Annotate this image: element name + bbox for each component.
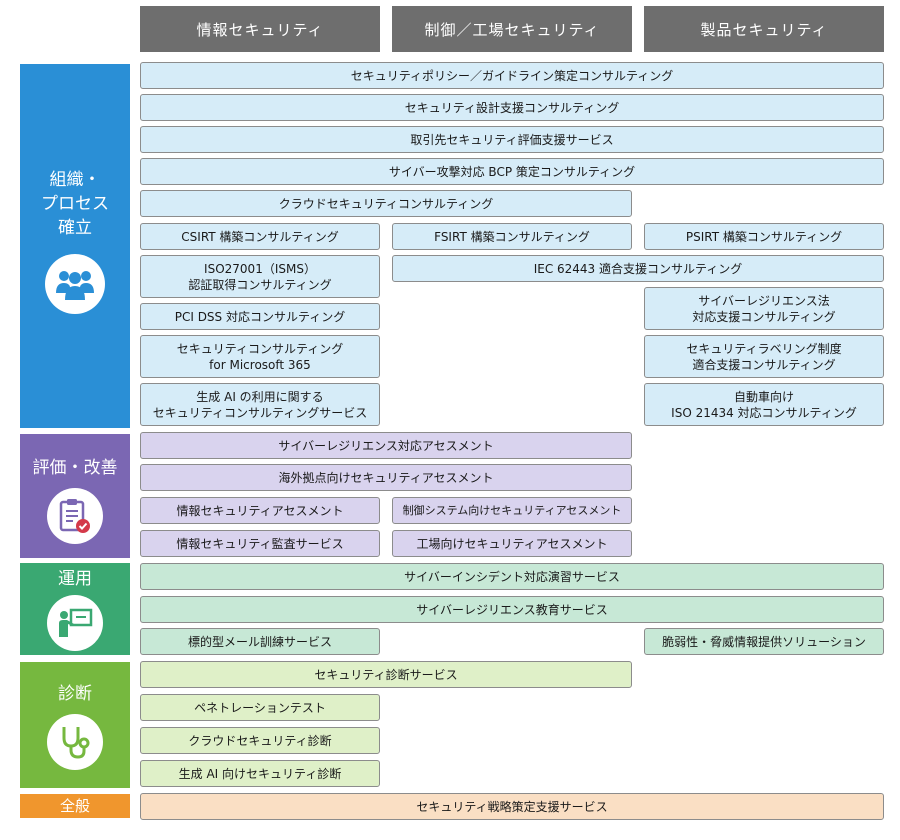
people-group-icon	[45, 254, 105, 314]
service-iec62443-consulting[interactable]: IEC 62443 適合支援コンサルティング	[392, 255, 884, 282]
band-title-general: 全般	[59, 797, 90, 815]
service-psirt-consulting[interactable]: PSIRT 構築コンサルティング	[644, 223, 884, 250]
stethoscope-icon	[47, 714, 103, 770]
service-penetration-test[interactable]: ペネトレーションテスト	[140, 694, 380, 721]
band-title-diagnosis: 診断	[58, 684, 92, 704]
service-resilience-education[interactable]: サイバーレジリエンス教育サービス	[140, 596, 884, 623]
service-pci-dss-consulting[interactable]: PCI DSS 対応コンサルティング	[140, 303, 380, 330]
service-security-diagnosis[interactable]: セキュリティ診断サービス	[140, 661, 632, 688]
band-assessment-improvement: 評価・改善	[20, 434, 130, 558]
service-supplier-evaluation[interactable]: 取引先セキュリティ評価支援サービス	[140, 126, 884, 153]
service-incident-drill[interactable]: サイバーインシデント対応演習サービス	[140, 563, 884, 590]
training-presenter-icon	[47, 595, 103, 651]
service-security-design-consulting[interactable]: セキュリティ設計支援コンサルティング	[140, 94, 884, 121]
service-genai-consulting[interactable]: 生成 AI の利用に関する セキュリティコンサルティングサービス	[140, 383, 380, 426]
service-resilience-assessment[interactable]: サイバーレジリエンス対応アセスメント	[140, 432, 632, 459]
service-bcp-consulting[interactable]: サイバー攻撃対応 BCP 策定コンサルティング	[140, 158, 884, 185]
band-general: 全般	[20, 794, 130, 818]
column-header-product-security: 製品セキュリティ	[644, 6, 884, 52]
band-operation: 運用	[20, 563, 130, 655]
service-infosec-assessment[interactable]: 情報セキュリティアセスメント	[140, 497, 380, 524]
service-overseas-assessment[interactable]: 海外拠点向けセキュリティアセスメント	[140, 464, 632, 491]
service-fsirt-consulting[interactable]: FSIRT 構築コンサルティング	[392, 223, 632, 250]
service-infosec-audit[interactable]: 情報セキュリティ監査サービス	[140, 530, 380, 557]
service-m365-consulting[interactable]: セキュリティコンサルティング for Microsoft 365	[140, 335, 380, 378]
service-phishing-training[interactable]: 標的型メール訓練サービス	[140, 628, 380, 655]
service-cloud-diagnosis[interactable]: クラウドセキュリティ診断	[140, 727, 380, 754]
service-policy-guideline-consulting[interactable]: セキュリティポリシー／ガイドライン策定コンサルティング	[140, 62, 884, 89]
service-control-system-assessment[interactable]: 制御システム向けセキュリティアセスメント	[392, 497, 632, 524]
clipboard-check-icon	[47, 488, 103, 544]
band-organization-process: 組織・ プロセス 確立	[20, 64, 130, 428]
column-header-control-factory-security: 制御／工場セキュリティ	[392, 6, 632, 52]
service-vulnerability-threat-info[interactable]: 脆弱性・脅威情報提供ソリューション	[644, 628, 884, 655]
band-diagnosis: 診断	[20, 662, 130, 788]
service-genai-diagnosis[interactable]: 生成 AI 向けセキュリティ診断	[140, 760, 380, 787]
column-header-info-security: 情報セキュリティ	[140, 6, 380, 52]
service-cloud-security-consulting[interactable]: クラウドセキュリティコンサルティング	[140, 190, 632, 217]
band-title-organization: 組織・ プロセス 確立	[41, 170, 109, 238]
service-csirt-consulting[interactable]: CSIRT 構築コンサルティング	[140, 223, 380, 250]
service-cyber-resilience-act-consulting[interactable]: サイバーレジリエンス法 対応支援コンサルティング	[644, 287, 884, 330]
band-title-assessment: 評価・改善	[32, 458, 118, 478]
service-factory-assessment[interactable]: 工場向けセキュリティアセスメント	[392, 530, 632, 557]
band-title-operation: 運用	[58, 569, 92, 589]
service-iso21434-consulting[interactable]: 自動車向け ISO 21434 対応コンサルティング	[644, 383, 884, 426]
service-security-labeling-consulting[interactable]: セキュリティラベリング制度 適合支援コンサルティング	[644, 335, 884, 378]
service-security-strategy[interactable]: セキュリティ戦略策定支援サービス	[140, 793, 884, 820]
service-iso27001-consulting[interactable]: ISO27001（ISMS） 認証取得コンサルティング	[140, 255, 380, 298]
